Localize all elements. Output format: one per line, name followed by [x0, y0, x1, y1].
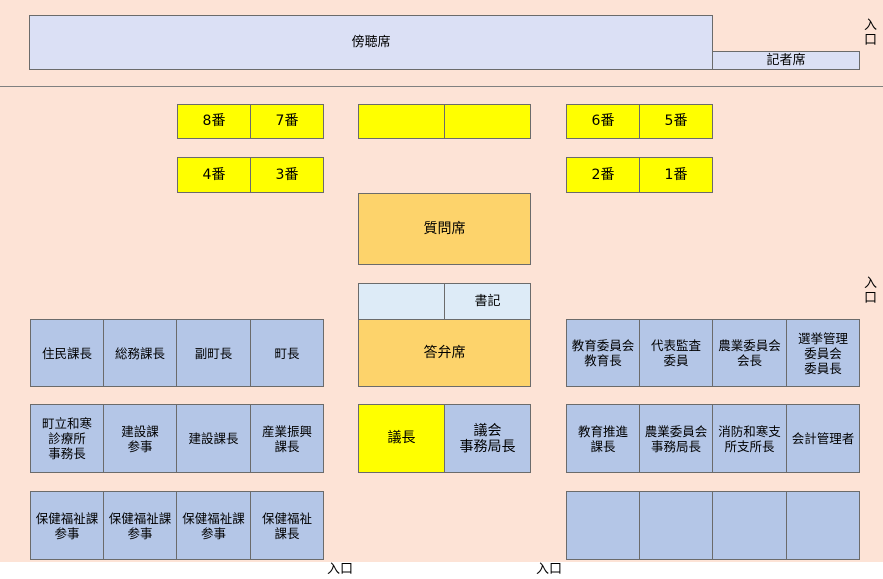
answer-seat-label: 答弁席 [423, 344, 466, 361]
member-seat-2: 2番 [566, 157, 640, 193]
seat-label: 6番 [591, 113, 615, 129]
member-seat-1: 1番 [639, 157, 713, 193]
entrance-right-middle: 入 口 [864, 276, 878, 306]
official-seat-right-empty [566, 491, 640, 560]
seat-label: 8番 [202, 113, 226, 129]
official-seat-left: 建設課 参事 [103, 404, 177, 473]
official-label: 消防和寒支 所支所長 [718, 423, 781, 454]
assembly-floor [0, 0, 883, 562]
official-seat-right: 消防和寒支 所支所長 [712, 404, 787, 473]
official-seat-left: 産業振興 課長 [250, 404, 324, 473]
member-seat-3: 3番 [250, 157, 324, 193]
member-seat-7: 7番 [250, 104, 324, 139]
chair-seat: 議長 [358, 404, 445, 473]
seat-label: 2番 [591, 166, 615, 183]
member-seat-5: 5番 [639, 104, 713, 139]
official-seat-left: 町立和寒 診療所 事務長 [30, 404, 104, 473]
seat-label: 5番 [664, 113, 688, 129]
secretariat-seat: 議会 事務局長 [444, 404, 531, 473]
official-seat-left: 副町長 [176, 319, 251, 387]
clerk-blank-seat [358, 283, 445, 320]
seat-label: 4番 [202, 166, 226, 183]
official-seat-left: 保健福祉課 参事 [176, 491, 251, 560]
member-seat-6: 6番 [566, 104, 640, 139]
official-label: 町長 [274, 345, 300, 361]
official-seat-left: 町長 [250, 319, 324, 387]
blank-seat-left [358, 104, 445, 139]
official-label: 総務課長 [114, 345, 165, 361]
seat-label: 7番 [275, 113, 299, 129]
official-label: 保健福祉 課長 [261, 510, 312, 541]
official-label: 建設課長 [188, 431, 239, 446]
blank-seat-right [444, 104, 531, 139]
official-seat-right-empty [639, 491, 713, 560]
official-seat-right: 教育委員会 教育長 [566, 319, 640, 387]
question-seat-label: 質問席 [423, 220, 466, 237]
gallery-label: 傍聴席 [351, 35, 391, 50]
entrance-bottom-left: 入口 [326, 562, 355, 577]
official-seat-right: 農業委員会 事務局長 [639, 404, 713, 473]
question-seat: 質問席 [358, 193, 531, 265]
official-seat-right: 農業委員会 会長 [712, 319, 787, 387]
official-seat-left: 保健福祉 課長 [250, 491, 324, 560]
official-seat-right: 選挙管理 委員会 委員長 [786, 319, 860, 387]
official-seat-right: 教育推進 課長 [566, 404, 640, 473]
seat-label: 1番 [664, 166, 688, 183]
chair-label: 議長 [387, 430, 416, 446]
clerk-label: 書記 [474, 294, 501, 309]
official-seat-left: 総務課長 [103, 319, 177, 387]
official-label: 代表監査 委員 [650, 338, 701, 368]
clerk-seat: 書記 [444, 283, 531, 320]
member-seat-4: 4番 [177, 157, 251, 193]
answer-seat: 答弁席 [358, 319, 531, 387]
official-label: 教育推進 課長 [577, 423, 628, 454]
member-seat-8: 8番 [177, 104, 251, 139]
entrance-bottom-right: 入口 [535, 562, 564, 577]
entrance-right-top: 入 口 [864, 18, 878, 48]
seat-label: 3番 [275, 166, 299, 183]
official-seat-right-empty [786, 491, 860, 560]
press-seats: 記者席 [712, 51, 860, 70]
official-label: 教育委員会 教育長 [571, 338, 635, 368]
official-seat-left: 保健福祉課 参事 [103, 491, 177, 560]
official-label: 建設課 参事 [121, 423, 159, 454]
secretariat-label: 議会 事務局長 [459, 422, 516, 455]
press-label: 記者席 [766, 53, 806, 68]
official-label: 町立和寒 診療所 事務長 [41, 416, 92, 461]
official-label: 保健福祉課 参事 [35, 510, 99, 541]
official-label: 選挙管理 委員会 委員長 [797, 330, 848, 376]
official-seat-left: 住民課長 [30, 319, 104, 387]
official-label: 副町長 [194, 345, 233, 361]
gallery-seats: 傍聴席 [29, 15, 713, 70]
official-seat-left: 保健福祉課 参事 [30, 491, 104, 560]
official-label: 保健福祉課 参事 [108, 510, 172, 541]
official-label: 農業委員会 会長 [718, 338, 781, 368]
official-label: 保健福祉課 参事 [182, 510, 245, 541]
official-label: 会計管理者 [791, 431, 855, 446]
official-label: 産業振興 課長 [261, 423, 312, 454]
divider-line [0, 86, 883, 87]
official-seat-right: 代表監査 委員 [639, 319, 713, 387]
official-label: 農業委員会 事務局長 [644, 423, 708, 454]
official-label: 住民課長 [41, 345, 92, 361]
official-seat-right: 会計管理者 [786, 404, 860, 473]
official-seat-left: 建設課長 [176, 404, 251, 473]
official-seat-right-empty [712, 491, 787, 560]
